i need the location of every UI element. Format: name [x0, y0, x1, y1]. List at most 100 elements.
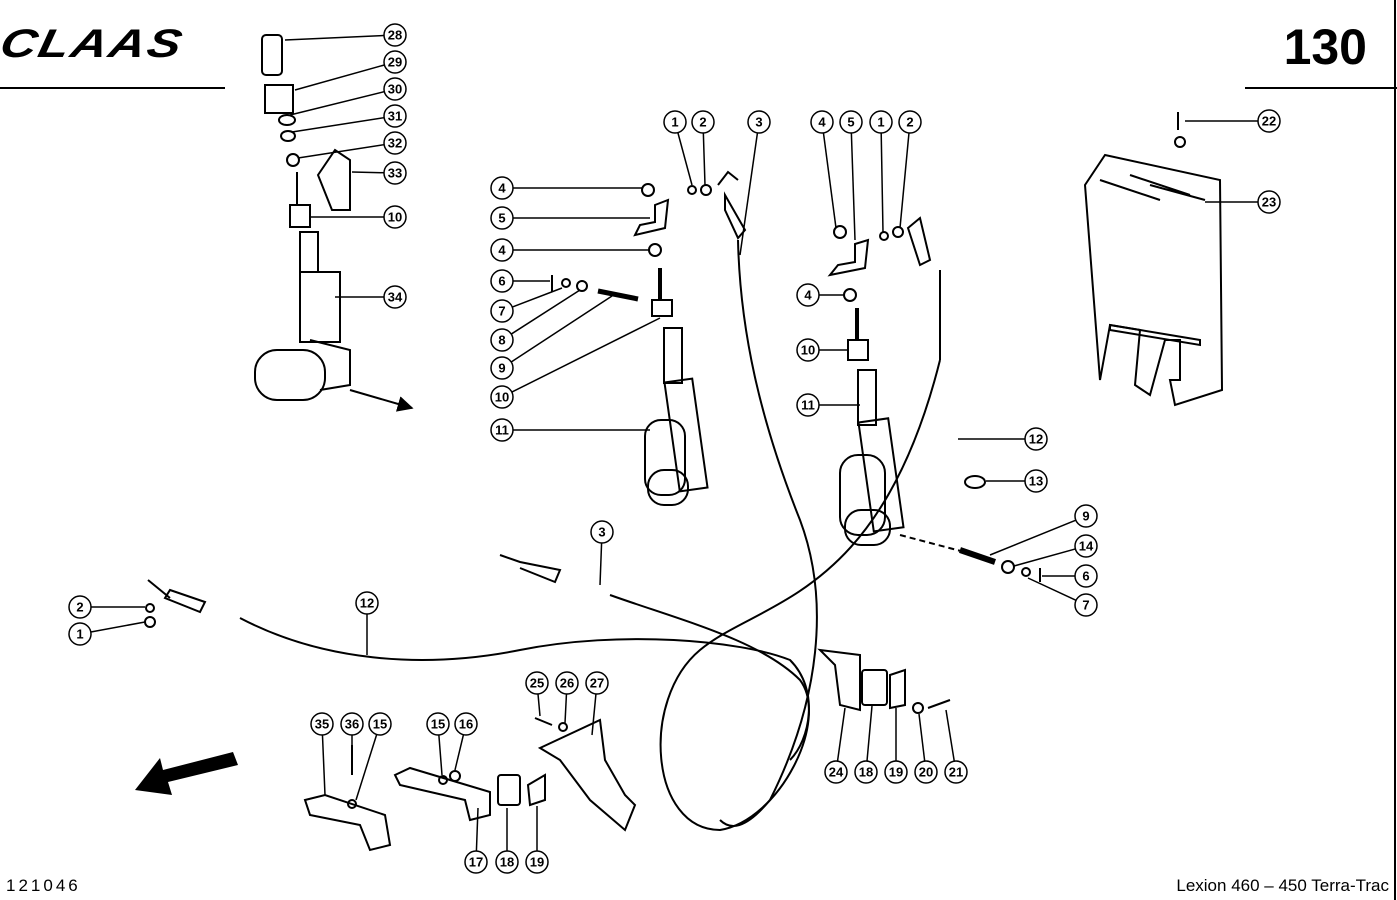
- leader-line: [564, 693, 568, 724]
- callout-circle: [383, 23, 407, 47]
- leader-line: [355, 734, 378, 801]
- leader-line: [850, 132, 856, 241]
- leader-line: [438, 734, 443, 776]
- callout-4: 4: [810, 110, 837, 229]
- callout-label: 9: [498, 361, 505, 376]
- callout-7: 7: [1027, 577, 1098, 617]
- callout-19: 19: [525, 806, 549, 874]
- callout-1: 1: [68, 621, 146, 646]
- callout-label: 1: [76, 627, 83, 642]
- leader-line: [475, 807, 479, 852]
- callout-label: 15: [373, 717, 387, 732]
- callout-31: 31: [291, 104, 407, 133]
- callout-29: 29: [294, 50, 407, 91]
- callout-15: 15: [426, 712, 450, 776]
- callout-circle: [525, 850, 549, 874]
- leader-line: [1027, 577, 1077, 602]
- callout-label: 4: [804, 288, 812, 303]
- callout-circle: [454, 712, 478, 736]
- leader-line: [510, 289, 581, 335]
- callout-circle: [839, 110, 863, 134]
- callout-5: 5: [839, 110, 863, 241]
- callout-label: 6: [498, 274, 505, 289]
- callout-4: 4: [490, 176, 642, 200]
- leader-line: [599, 542, 603, 586]
- callout-4: 4: [490, 238, 650, 262]
- leader-line: [537, 693, 541, 717]
- leader-line: [294, 64, 385, 91]
- figure-number: 121046: [6, 876, 81, 895]
- callout-label: 14: [1079, 539, 1094, 554]
- callout-circle: [663, 110, 687, 134]
- callout-15: 15: [355, 712, 392, 801]
- callout-label: 20: [919, 765, 933, 780]
- callout-12: 12: [958, 427, 1048, 451]
- callout-label: 2: [76, 600, 83, 615]
- callout-circle: [1024, 427, 1048, 451]
- callout-circle: [1257, 109, 1281, 133]
- callout-circle: [383, 205, 407, 229]
- callout-32: 32: [297, 131, 407, 159]
- callout-circle: [490, 206, 514, 230]
- callout-label: 4: [498, 181, 506, 196]
- callout-label: 4: [818, 115, 826, 130]
- callout-35: 35: [310, 712, 334, 796]
- callout-circle: [1074, 564, 1098, 588]
- callout-5: 5: [490, 206, 650, 230]
- leader-line: [512, 287, 563, 308]
- leader-line: [899, 132, 910, 229]
- callout-36: 36: [340, 712, 364, 770]
- page-number: 130: [1283, 19, 1367, 75]
- callout-circle: [1024, 469, 1048, 493]
- callout-2: 2: [68, 595, 145, 619]
- callout-11: 11: [796, 393, 860, 417]
- callout-label: 28: [388, 28, 402, 43]
- callout-circle: [310, 712, 334, 736]
- leader-line: [591, 693, 597, 736]
- leader-line: [511, 317, 661, 393]
- callout-9: 9: [989, 504, 1098, 556]
- callout-circle: [796, 283, 820, 307]
- callout-label: 22: [1262, 114, 1276, 129]
- callout-13: 13: [986, 469, 1048, 493]
- callout-circle: [585, 671, 609, 695]
- callout-2: 2: [691, 110, 715, 186]
- callout-18: 18: [854, 705, 878, 784]
- callout-label: 6: [1082, 569, 1089, 584]
- callout-label: 17: [469, 855, 483, 870]
- callout-label: 32: [388, 136, 402, 151]
- callout-label: 12: [1029, 432, 1043, 447]
- leader-line: [945, 709, 955, 762]
- callout-circle: [490, 176, 514, 200]
- callout-circle: [1074, 504, 1098, 528]
- callout-circle: [747, 110, 771, 134]
- callout-label: 30: [388, 82, 402, 97]
- callout-16: 16: [454, 712, 478, 771]
- callout-label: 11: [495, 423, 509, 438]
- callout-label: 19: [889, 765, 903, 780]
- callout-circle: [590, 520, 614, 544]
- leader-line: [454, 734, 465, 771]
- leader-line: [677, 132, 693, 186]
- callout-10: 10: [796, 338, 848, 362]
- callout-label: 21: [949, 765, 963, 780]
- leader-line: [291, 116, 385, 133]
- callout-circle: [525, 671, 549, 695]
- callout-circle: [914, 760, 938, 784]
- callout-label: 1: [671, 115, 678, 130]
- callout-22: 22: [1185, 109, 1281, 133]
- callout-label: 4: [498, 243, 506, 258]
- callout-1: 1: [663, 110, 693, 186]
- callout-label: 34: [388, 290, 403, 305]
- leader-line: [918, 713, 926, 762]
- callout-label: 3: [598, 525, 605, 540]
- callout-label: 35: [315, 717, 329, 732]
- callout-circle: [490, 418, 514, 442]
- callout-label: 2: [906, 115, 913, 130]
- leader-line: [880, 132, 884, 233]
- callout-12: 12: [355, 591, 379, 655]
- callout-label: 23: [1262, 195, 1276, 210]
- callout-circle: [490, 269, 514, 293]
